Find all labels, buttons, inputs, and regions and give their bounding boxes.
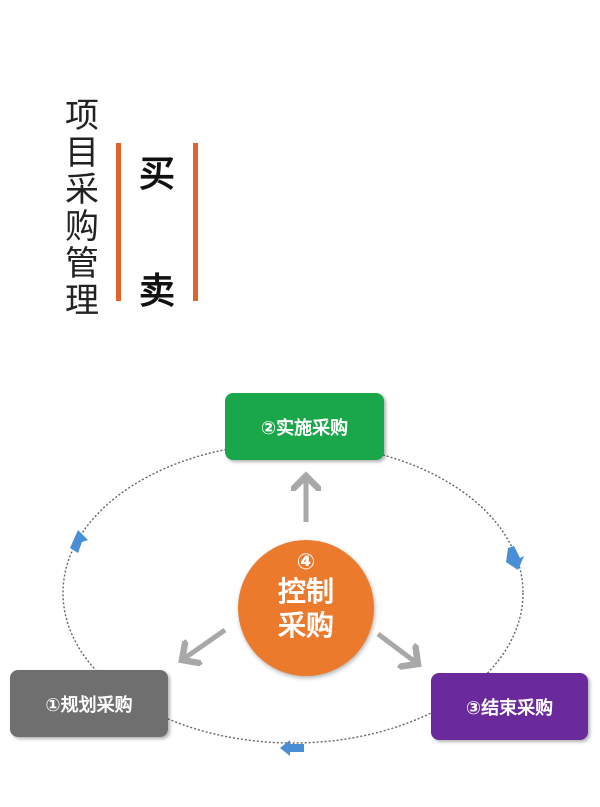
step-conduct-procurement: ②实施采购 <box>225 393 384 460</box>
control-line1: 控制 <box>277 575 334 608</box>
sell-label: 卖 <box>138 271 175 312</box>
blue-arrow-left-icon <box>280 740 304 756</box>
arrow-to-plan <box>182 627 227 660</box>
blue-arrow-up-icon <box>70 530 88 553</box>
control-line2: 采购 <box>277 609 334 642</box>
buy-label: 买 <box>138 154 175 195</box>
divider-left <box>116 143 121 301</box>
step-control-procurement: ④ 控制 采购 <box>238 540 374 676</box>
vertical-title: 项目采购管理 <box>65 96 99 321</box>
arrow-to-close <box>376 632 418 664</box>
divider-right <box>193 143 198 301</box>
control-number: ④ <box>296 550 316 575</box>
step-close-procurement: ③结束采购 <box>431 673 588 740</box>
step-plan-procurement: ①规划采购 <box>10 670 168 737</box>
blue-arrow-down-icon <box>506 546 524 570</box>
